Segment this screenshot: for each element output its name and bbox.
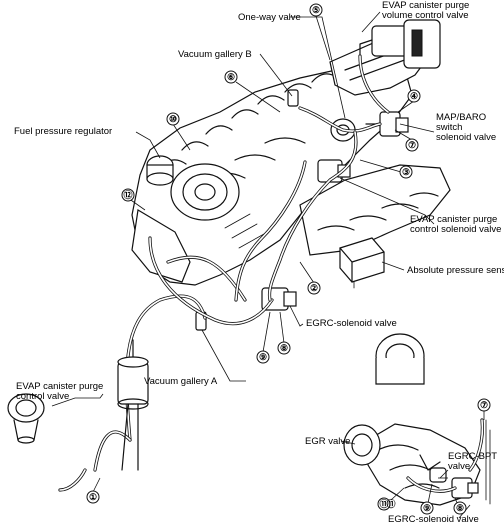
label-evap-purge-volume-line2: volume control valve [382,10,469,21]
svg-text:②: ② [310,283,318,293]
label-vacuum-gallery-b: Vacuum gallery B [178,49,252,60]
svg-text:⑫: ⑫ [123,189,132,200]
callout-detail-7: ⑦ [477,398,491,412]
svg-text:⑪: ⑪ [379,498,388,509]
callout-1: ① [86,490,100,504]
svg-text:⑨: ⑨ [259,352,267,362]
svg-text:⑦: ⑦ [480,400,488,410]
label-egrc-bpt-line2: valve [448,461,470,472]
label-egrc-bpt-line1: EGRC-BPT [448,451,497,462]
callout-5: ⑤ [309,3,323,17]
engine-illustration [131,37,451,286]
callouts: ① ② ③ ④ ⑤ ⑥ ⑦ ⑧ ⑨ ⑩ ⑪ ⑫ ⑦ ⑧ ⑨ ⑪ [86,3,491,515]
svg-text:⑥: ⑥ [227,72,235,82]
label-fuel-pressure-regulator: Fuel pressure regulator [14,126,112,137]
svg-text:⑧: ⑧ [280,343,288,353]
label-evap-purge-control-line2: control valve [16,391,69,402]
leader-lines [51,11,485,519]
callout-2: ② [307,281,321,295]
label-map-baro-line2: switch [436,122,462,133]
label-one-way-valve: One-way valve [238,12,301,23]
svg-text:④: ④ [410,91,418,101]
label-egr-valve: EGR valve [305,436,350,447]
callout-9: ⑨ [256,350,270,364]
label-evap-purge-volume-line1: EVAP canister purge [382,0,469,11]
evap-purge-control-valve-icon [7,393,45,444]
absolute-pressure-sensor-icon [339,237,385,289]
label-vacuum-gallery-a: Vacuum gallery A [144,376,218,387]
label-map-baro-line3: solenoid valve [436,132,496,143]
label-map-baro-line1: MAP/BARO [436,112,486,123]
svg-text:③: ③ [402,167,410,177]
callout-10: ⑩ [166,112,180,126]
label-evap-purge-solenoid-line1: EVAP canister purge [410,214,497,225]
labels: One-way valve EVAP canister purge volume… [14,0,504,525]
callout-11: ⑪ [377,497,391,511]
callout-12: ⑫ [121,188,135,202]
callout-detail-11: ⑪ [386,498,395,509]
label-evap-purge-control-line1: EVAP canister purge [16,381,103,392]
label-evap-purge-solenoid-line2: control solenoid valve [410,224,501,235]
label-absolute-pressure-sensor: Absolute pressure sensor [407,265,504,276]
svg-text:⑤: ⑤ [312,5,320,15]
svg-text:⑨: ⑨ [423,503,431,513]
label-egrc-solenoid-detail: EGRC-solenoid valve [388,514,479,525]
svg-text:⑩: ⑩ [169,114,177,124]
svg-text:⑦: ⑦ [408,140,416,150]
callout-detail-8: ⑧ [453,501,467,515]
egr-detail-illustration [343,333,491,506]
callout-6: ⑥ [224,70,238,84]
svg-text:⑧: ⑧ [456,503,464,513]
fuel-pressure-regulator-icon [146,155,174,186]
callout-detail-9: ⑨ [420,501,434,515]
svg-text:①: ① [89,492,97,502]
callout-8: ⑧ [277,341,291,355]
evap-purge-volume-control-valve-icon [359,19,441,69]
label-egrc-solenoid-main: EGRC-solenoid valve [306,318,397,329]
svg-text:⑪: ⑪ [386,498,395,509]
evap-canister-filter-icon [117,339,149,471]
callout-4: ④ [407,89,421,103]
callout-7: ⑦ [405,138,419,152]
callout-3: ③ [399,165,413,179]
